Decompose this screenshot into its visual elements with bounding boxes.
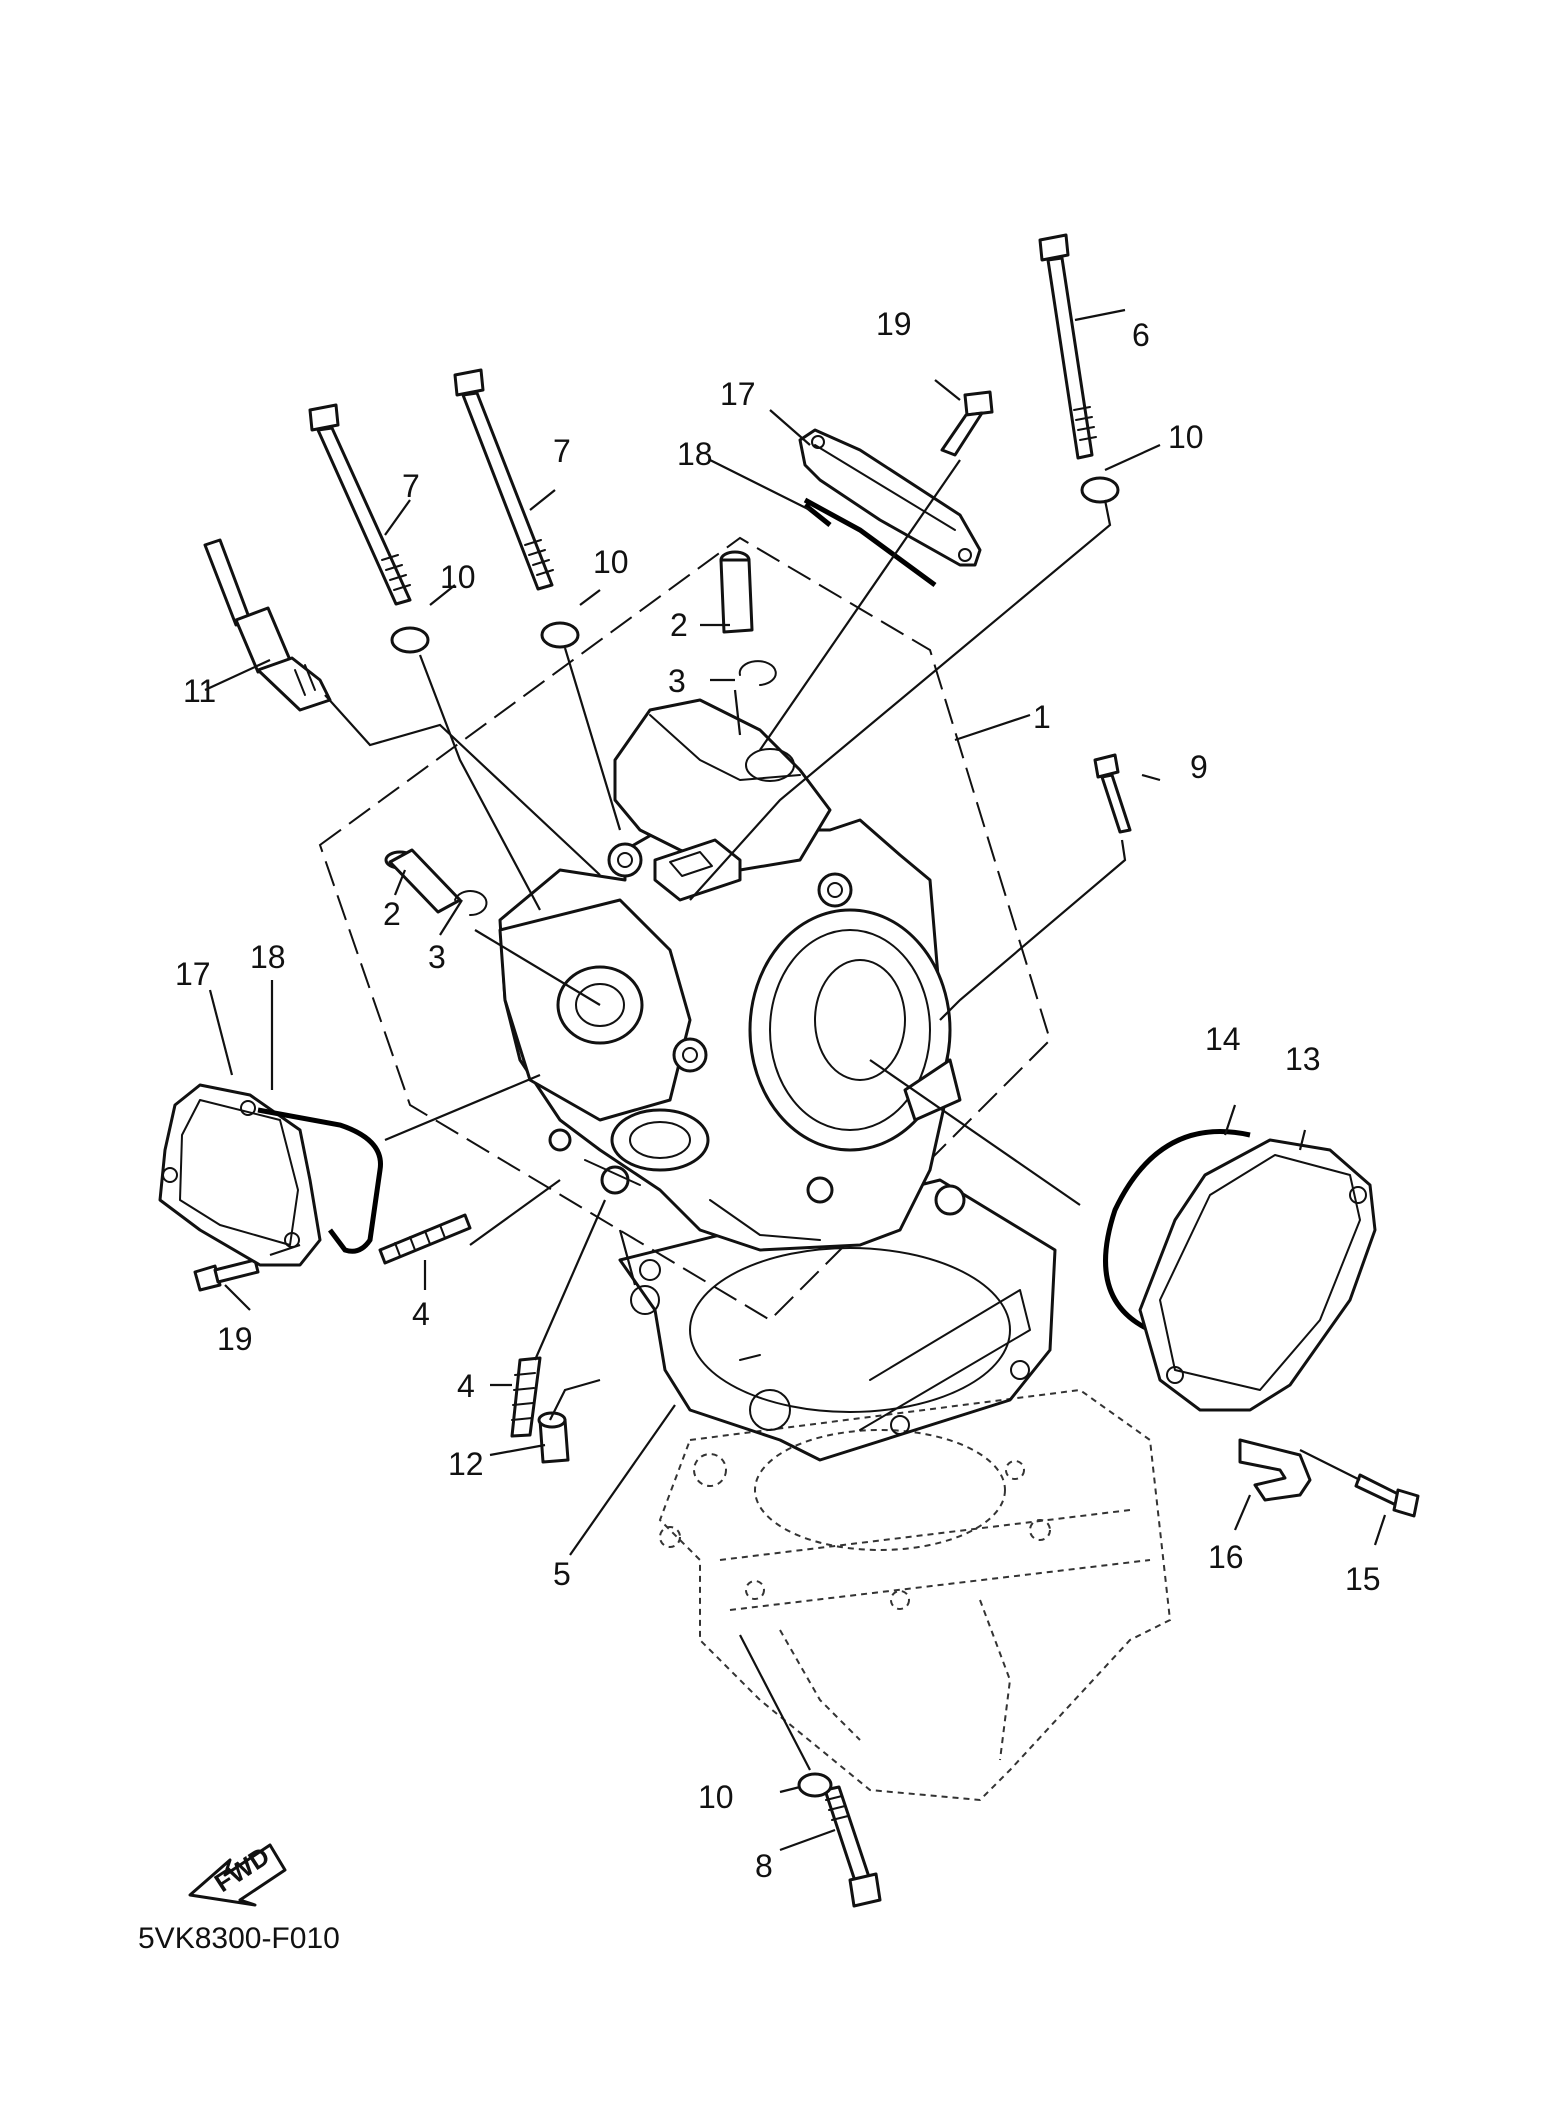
bolt-19-left <box>193 1258 260 1292</box>
callout-13: 13 <box>1285 1041 1321 1077</box>
head-bolt-7-left <box>308 403 412 606</box>
washer-10-b <box>540 621 580 649</box>
callout-4: 4 <box>457 1368 475 1404</box>
callout-9: 9 <box>1190 749 1208 785</box>
callout-1: 1 <box>1033 699 1051 735</box>
callout-10: 10 <box>1168 419 1204 455</box>
callout-8: 8 <box>755 1848 773 1884</box>
callout-4: 4 <box>412 1296 430 1332</box>
bolt-19-top <box>940 390 994 457</box>
callout-17: 17 <box>175 956 211 992</box>
head-gasket <box>618 1178 1057 1462</box>
side-cover-13 <box>1138 1138 1377 1412</box>
cylinder-head <box>498 698 966 1252</box>
circlip-3-top <box>738 660 777 686</box>
callout-11: 11 <box>183 673 216 709</box>
callout-16: 16 <box>1208 1539 1244 1575</box>
callout-10: 10 <box>593 544 629 580</box>
head-bolt-6 <box>1038 233 1097 460</box>
washer-10-d <box>797 1772 833 1798</box>
callout-19: 19 <box>876 306 912 342</box>
washer-10-a <box>390 626 430 654</box>
callout-7: 7 <box>553 433 571 469</box>
circlip-3-left <box>454 890 488 917</box>
callout-10: 10 <box>698 1779 734 1815</box>
callout-2: 2 <box>670 607 688 643</box>
dowel-pin-2-top <box>719 550 754 634</box>
bolt-9 <box>1093 753 1132 834</box>
callout-3: 3 <box>428 939 446 975</box>
dowel-pin-2-left <box>384 848 462 914</box>
stud-4-left <box>378 1213 472 1265</box>
callout-7: 7 <box>402 468 420 504</box>
callout-5: 5 <box>553 1556 571 1592</box>
bolt-15 <box>1354 1473 1420 1518</box>
cylinder-block <box>658 1388 1172 1802</box>
callout-10: 10 <box>440 559 476 595</box>
callout-19: 19 <box>217 1321 253 1357</box>
leader-lines <box>204 308 1387 1852</box>
drawing-code: 5VK8300-F010 <box>138 1922 340 1955</box>
spark-plug-11 <box>203 538 332 712</box>
callout-15: 15 <box>1345 1561 1381 1597</box>
forward-direction-arrow: FWD <box>188 1841 287 1907</box>
callout-2: 2 <box>383 896 401 932</box>
callout-12: 12 <box>448 1446 484 1482</box>
callout-6: 6 <box>1132 317 1150 353</box>
valve-cover-gasket-18-left <box>257 1107 383 1254</box>
washer-10-c <box>1080 476 1120 504</box>
callout-18: 18 <box>677 436 713 472</box>
callout-18: 18 <box>250 939 286 975</box>
callout-labels: 1 2 2 3 3 4 4 5 6 7 7 8 9 10 10 10 10 11… <box>175 306 1381 1884</box>
callout-3: 3 <box>668 663 686 699</box>
head-bolt-8 <box>823 1785 882 1908</box>
hose-clamp-16 <box>1238 1438 1312 1502</box>
valve-cover-17-left <box>158 1083 322 1267</box>
dowel-collar-12 <box>537 1411 570 1464</box>
stud-4-lower <box>510 1356 542 1438</box>
valve-cover-17-top <box>798 428 982 567</box>
callout-17: 17 <box>720 376 756 412</box>
valve-cover-gasket-18-top <box>803 497 937 588</box>
callout-14: 14 <box>1205 1021 1241 1057</box>
head-bolt-7-right <box>453 368 554 591</box>
o-ring-14 <box>1103 1129 1251 1333</box>
assembly-boundary <box>318 536 1052 1322</box>
